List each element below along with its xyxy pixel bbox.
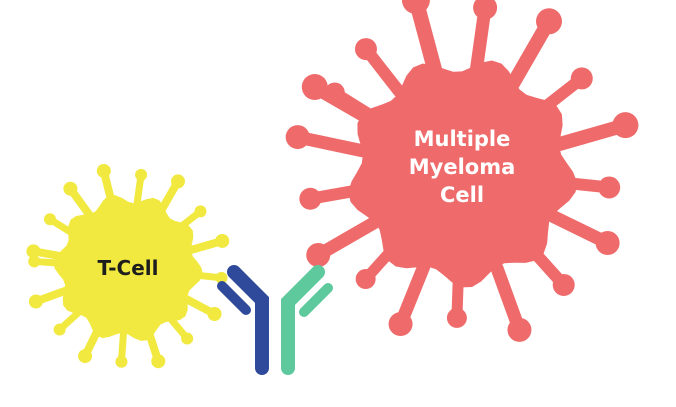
myeloma-label-line-1: Multiple [414, 127, 511, 151]
antibody-left-light-chain [217, 281, 251, 315]
myeloma-spike-knob [552, 273, 575, 296]
t-cell-spike-knob [28, 294, 43, 309]
t-cell-label: T-Cell [98, 256, 159, 280]
t-cell-spike-knob [53, 323, 66, 336]
t-cell-spike-knob [96, 163, 111, 178]
myeloma-spike-knob [324, 82, 345, 103]
myeloma-spike-knob [306, 243, 331, 267]
myeloma-spike-knob [354, 38, 377, 61]
myeloma-spike-knob [612, 112, 639, 139]
myeloma-spike-knob [301, 74, 328, 100]
t-cell-spike-knob [171, 174, 185, 189]
t-cell-spike-knob [26, 244, 41, 259]
antibody-left-heavy-chain [227, 265, 269, 375]
myeloma-spike-knob [388, 312, 413, 337]
myeloma-cell-spikes [285, 0, 639, 342]
myeloma-spike-knob [446, 307, 467, 328]
t-cell-spike-knob [135, 168, 148, 181]
antibody-right-light-chain [299, 283, 333, 317]
myeloma-cell: Multiple Myeloma Cell [285, 0, 639, 342]
t-cell-spike-knob [28, 255, 41, 268]
t-cell-spike-knob [115, 355, 128, 368]
t-cell-spike-knob [151, 354, 166, 369]
myeloma-label-line-2: Myeloma [409, 155, 516, 179]
myeloma-spike-knob [570, 67, 593, 90]
myeloma-spike-knob [536, 8, 562, 35]
myeloma-label-line-3: Cell [440, 183, 484, 207]
antibody [217, 265, 333, 375]
antibody-right-chain [281, 265, 333, 375]
t-cell-spike-knob [181, 332, 194, 345]
t-cell-spike-knob [194, 205, 207, 218]
t-cell-spike-knob [215, 271, 228, 284]
t-cell-spike-knob [215, 233, 230, 248]
t-cell-spike-knob [63, 181, 78, 196]
t-cell-spikes [26, 163, 230, 369]
t-cell-spike-knob [207, 307, 222, 322]
myeloma-spike-knob [355, 269, 376, 290]
t-cell-spike-knob [78, 349, 93, 364]
t-cell-body [53, 195, 203, 341]
myeloma-spike-knob [507, 317, 532, 342]
antibody-right-heavy-chain [281, 265, 325, 375]
myeloma-spike-knob [401, 0, 430, 15]
myeloma-spike-knob [473, 0, 498, 20]
myeloma-spike-knob [299, 187, 322, 210]
t-cell-spike-knob [43, 213, 56, 226]
antibody-left-chain [217, 265, 269, 375]
myeloma-cell-body [348, 60, 577, 288]
t-cell: T-Cell [26, 163, 230, 369]
myeloma-spike-knob [598, 176, 621, 199]
myeloma-spike-knob [595, 231, 620, 256]
myeloma-spike-knob [285, 125, 310, 150]
